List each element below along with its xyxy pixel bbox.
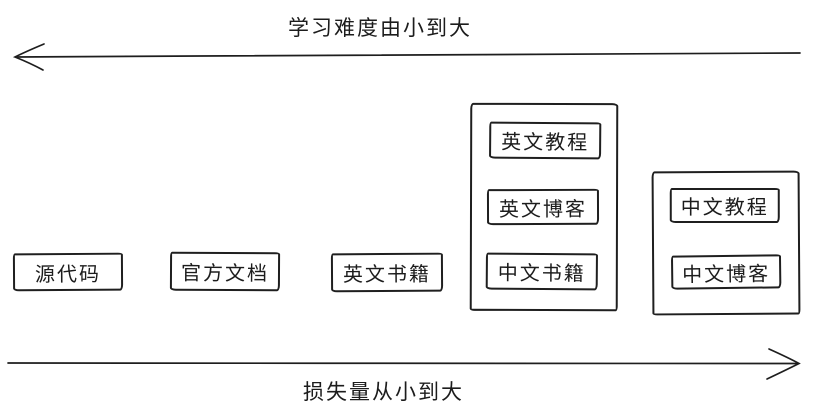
box-english-blogs: 英文博客 bbox=[486, 188, 600, 226]
bottom-axis-label: 损失量从小到大 bbox=[303, 381, 464, 404]
bottom-axis-arrow-right-icon bbox=[7, 348, 801, 380]
top-arrow-head bbox=[12, 43, 45, 71]
group-box-1: 英文教程 英文博客 中文书籍 bbox=[469, 102, 619, 312]
bottom-arrow-line bbox=[7, 362, 799, 365]
bottom-arrow-head bbox=[766, 348, 801, 380]
box-label: 英文博客 bbox=[498, 198, 588, 221]
box-label: 中文书籍 bbox=[497, 262, 586, 286]
top-axis-arrow-left-icon bbox=[12, 43, 801, 71]
box-chinese-books: 中文书籍 bbox=[485, 252, 598, 291]
top-axis-label: 学习难度由小到大 bbox=[288, 17, 472, 40]
box-label: 源代码 bbox=[34, 263, 102, 286]
box-label: 英文教程 bbox=[501, 131, 590, 155]
box-english-books: 英文书籍 bbox=[330, 252, 444, 293]
box-source-code: 源代码 bbox=[12, 252, 124, 292]
box-label: 中文博客 bbox=[682, 262, 771, 287]
top-arrow-line bbox=[15, 52, 801, 58]
box-label: 官方文档 bbox=[180, 262, 270, 286]
box-label: 英文书籍 bbox=[342, 263, 432, 287]
box-official-docs: 官方文档 bbox=[169, 251, 281, 292]
box-label: 中文教程 bbox=[680, 196, 769, 220]
group-box-2: 中文教程 中文博客 bbox=[651, 170, 801, 316]
box-english-tutorials: 英文教程 bbox=[489, 121, 602, 160]
box-chinese-tutorials: 中文教程 bbox=[669, 187, 780, 224]
box-chinese-blogs: 中文博客 bbox=[670, 254, 782, 290]
